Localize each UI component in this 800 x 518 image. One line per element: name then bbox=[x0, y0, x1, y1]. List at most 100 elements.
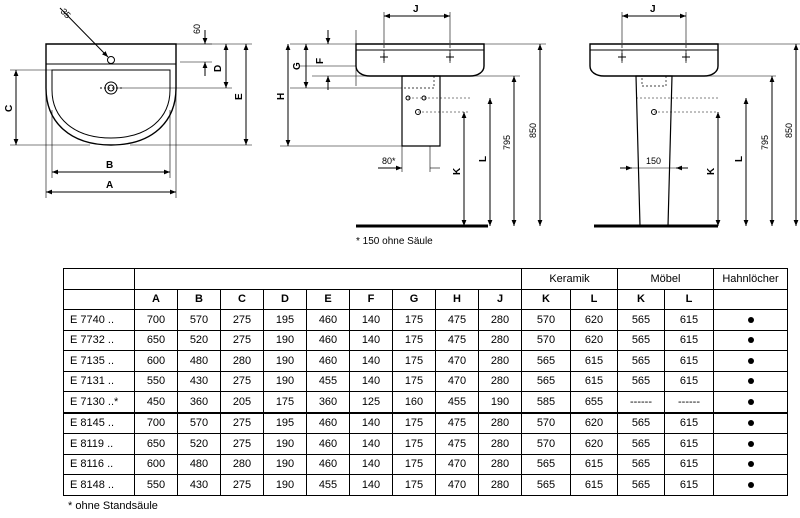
table-cell: 615 bbox=[664, 350, 714, 372]
group-header-hahnloecher: Hahnlöcher bbox=[713, 268, 788, 290]
table-cell: 280 bbox=[478, 329, 522, 351]
table-cell: 140 bbox=[349, 370, 393, 392]
product-code: E 8119 .. bbox=[63, 433, 135, 455]
table-cell: 565 bbox=[521, 453, 571, 475]
column-header-blank bbox=[63, 288, 135, 310]
table-cell: 190 bbox=[263, 329, 307, 351]
table-cell: 175 bbox=[392, 370, 436, 392]
table-cell: 615 bbox=[664, 411, 714, 434]
table-cell: 700 bbox=[134, 309, 178, 331]
table-cell: 460 bbox=[306, 350, 350, 372]
table-cell: 275 bbox=[220, 329, 264, 351]
product-code: E 7130 ..* bbox=[63, 391, 135, 413]
table-cell: 360 bbox=[306, 391, 350, 413]
table-cell: 615 bbox=[664, 433, 714, 455]
table-cell: 565 bbox=[617, 474, 665, 496]
table-cell: 520 bbox=[177, 329, 221, 351]
tap-hole-dot-icon bbox=[747, 378, 754, 385]
tap-hole-dot-icon bbox=[747, 398, 754, 405]
table-cell: 280 bbox=[478, 411, 522, 434]
table-cell: 615 bbox=[664, 370, 714, 392]
table-cell: 450 bbox=[134, 391, 178, 413]
front-label-J: J bbox=[650, 4, 656, 15]
product-code: E 7732 .. bbox=[63, 329, 135, 351]
table-cell: 470 bbox=[435, 370, 479, 392]
table-cell: 650 bbox=[134, 329, 178, 351]
tap-hole-dot-icon bbox=[747, 440, 754, 447]
table-cell: 600 bbox=[134, 453, 178, 475]
column-header-d: D bbox=[263, 288, 307, 310]
technical-drawing: 35 60 D E C B A bbox=[4, 4, 800, 247]
table-cell: 475 bbox=[435, 329, 479, 351]
table-cell: 455 bbox=[306, 370, 350, 392]
top-view bbox=[10, 7, 252, 198]
table-cell: 280 bbox=[478, 433, 522, 455]
product-code: E 8116 .. bbox=[63, 453, 135, 475]
table-cell: 475 bbox=[435, 411, 479, 434]
table-cell: 275 bbox=[220, 370, 264, 392]
group-header-blank bbox=[134, 268, 522, 289]
front-basin bbox=[589, 43, 719, 77]
table-cell: 570 bbox=[521, 309, 571, 331]
tap-hole-cell bbox=[713, 474, 788, 496]
table-cell: 430 bbox=[177, 474, 221, 496]
table-cell: 615 bbox=[664, 474, 714, 496]
tap-hole-dot-icon bbox=[747, 420, 754, 427]
label-D: D bbox=[213, 65, 224, 72]
table-cell: 280 bbox=[220, 350, 264, 372]
table-cell: 470 bbox=[435, 453, 479, 475]
table-cell: 600 bbox=[134, 350, 178, 372]
table-cell: 520 bbox=[177, 433, 221, 455]
column-header-j: J bbox=[478, 288, 522, 310]
table-cell: 650 bbox=[134, 433, 178, 455]
table-cell: 160 bbox=[392, 391, 436, 413]
tap-hole-cell bbox=[713, 370, 788, 392]
column-header-c: C bbox=[220, 288, 264, 310]
table-cell: 190 bbox=[263, 433, 307, 455]
table-cell: 615 bbox=[570, 370, 618, 392]
table-cell: 615 bbox=[664, 453, 714, 475]
side-label-L: L bbox=[478, 156, 489, 162]
table-cell: 175 bbox=[263, 391, 307, 413]
side-label-795: 795 bbox=[502, 135, 512, 150]
side-label-G: G bbox=[292, 62, 303, 70]
side-label-K: K bbox=[452, 167, 463, 175]
full-pedestal bbox=[635, 75, 673, 227]
table-cell: 360 bbox=[177, 391, 221, 413]
table-cell: 620 bbox=[570, 329, 618, 351]
table-cell: 280 bbox=[478, 309, 522, 331]
table-cell: 275 bbox=[220, 433, 264, 455]
table-cell: 195 bbox=[263, 309, 307, 331]
table-cell: 615 bbox=[664, 329, 714, 351]
tap-hole-cell bbox=[713, 350, 788, 372]
table-cell: 140 bbox=[349, 433, 393, 455]
table-cell: 565 bbox=[617, 411, 665, 434]
tap-hole-dot-icon bbox=[747, 357, 754, 364]
table-cell: 565 bbox=[521, 474, 571, 496]
column-header-a: A bbox=[134, 288, 178, 310]
product-code: E 8145 .. bbox=[63, 411, 135, 434]
label-60: 60 bbox=[192, 24, 202, 34]
column-header-b: B bbox=[177, 288, 221, 310]
table-cell: 280 bbox=[478, 474, 522, 496]
table-cell: 570 bbox=[521, 411, 571, 434]
tap-hole-cell bbox=[713, 411, 788, 434]
table-cell: 565 bbox=[617, 453, 665, 475]
product-code: E 7135 .. bbox=[63, 350, 135, 372]
front-label-150: 150 bbox=[646, 156, 661, 166]
table-cell: 480 bbox=[177, 350, 221, 372]
table-cell: 550 bbox=[134, 474, 178, 496]
drain-outer bbox=[104, 81, 118, 95]
tap-hole-cell bbox=[713, 391, 788, 413]
column-header-e: E bbox=[306, 288, 350, 310]
table-cell: 550 bbox=[134, 370, 178, 392]
table-cell: 280 bbox=[478, 350, 522, 372]
side-note: * 150 ohne Säule bbox=[356, 236, 433, 247]
